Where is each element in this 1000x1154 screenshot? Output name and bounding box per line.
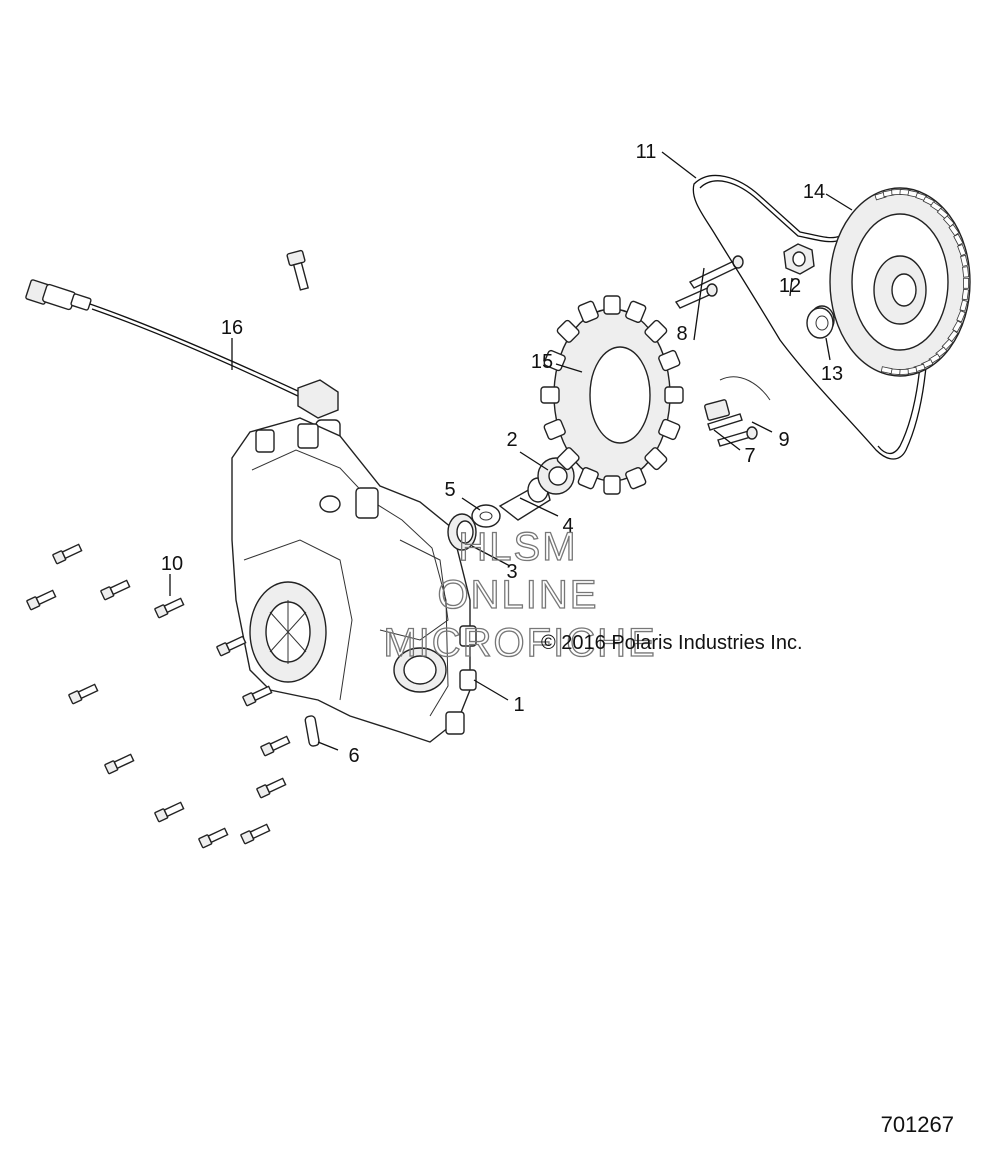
stator-pole xyxy=(556,447,580,471)
callout-5: 5 xyxy=(444,479,455,501)
part-1-stator-cover-housing xyxy=(231,417,477,743)
part-12-flywheel-nut xyxy=(783,243,815,275)
flywheel-reluctor-tooth xyxy=(960,254,969,267)
part-13-washer xyxy=(806,305,835,339)
callout-labels: 1 2 3 4 5 6 7 8 9 10 11 12 13 14 15 16 xyxy=(161,141,843,767)
callout-2: 2 xyxy=(506,429,517,451)
flywheel-reluctor-tooth xyxy=(953,233,964,246)
flywheel-reluctor-tooth xyxy=(948,224,960,237)
stator-pole xyxy=(603,295,621,315)
copyright-text: © 2016 Polaris Industries Inc. xyxy=(541,632,803,654)
callout-12: 12 xyxy=(779,275,801,297)
stator-pole xyxy=(543,418,566,441)
part-15-stator xyxy=(540,295,684,495)
part-3-oil-seal xyxy=(447,513,477,551)
stator-wire-lead xyxy=(719,376,771,401)
callout-4: 4 xyxy=(562,515,573,537)
diagram-id: 701267 xyxy=(881,1112,954,1137)
flywheel-reluctor-tooth xyxy=(962,266,970,278)
callout-16: 16 xyxy=(221,317,243,339)
callout-11: 11 xyxy=(636,141,657,163)
sensor-bolt xyxy=(286,249,310,291)
stator-pole xyxy=(644,319,668,343)
part-14-flywheel xyxy=(829,187,971,377)
flywheel-reluctor-tooth xyxy=(956,310,966,323)
callout-1: 1 xyxy=(513,694,524,716)
stator-pole xyxy=(577,466,599,490)
callout-3: 3 xyxy=(506,561,517,583)
flywheel-reluctor-tooth xyxy=(880,366,893,375)
leader-lines xyxy=(169,151,853,751)
part-10-cover-bolts xyxy=(26,543,291,849)
flywheel-reluctor-tooth xyxy=(963,277,969,289)
stator-pole xyxy=(625,300,647,324)
callout-15: 15 xyxy=(531,351,553,373)
watermark-line-3: MICROFICHE xyxy=(383,621,656,665)
watermark: HLSM ONLINE MICROFICHE xyxy=(383,524,656,665)
watermark-line-2: ONLINE xyxy=(438,573,599,617)
stator-pole xyxy=(625,466,647,490)
stator-pole xyxy=(644,447,668,471)
stator-pole xyxy=(603,475,621,495)
part-5-washer xyxy=(471,504,501,528)
callout-8: 8 xyxy=(676,323,687,345)
callout-10: 10 xyxy=(161,553,183,575)
callout-6: 6 xyxy=(348,745,359,767)
flywheel-reluctor-tooth xyxy=(959,299,968,312)
part-6-dowel-pin xyxy=(304,715,320,747)
part-9-screws xyxy=(707,413,758,447)
callout-7: 7 xyxy=(744,445,755,467)
stator-pole xyxy=(658,349,681,372)
stator-pole xyxy=(556,319,580,343)
watermark-line-1: HLSM xyxy=(458,525,577,569)
callout-13: 13 xyxy=(821,363,843,385)
flywheel-reluctor-tooth xyxy=(961,288,969,301)
callout-9: 9 xyxy=(778,429,789,451)
part-7-wire-clip xyxy=(704,399,730,421)
flywheel-reluctor-tooth xyxy=(957,243,967,257)
callout-14: 14 xyxy=(803,181,825,203)
stator-pole xyxy=(664,386,684,404)
stator-pole xyxy=(540,386,560,404)
stator-pole xyxy=(658,418,681,441)
stator-pole xyxy=(577,300,599,324)
